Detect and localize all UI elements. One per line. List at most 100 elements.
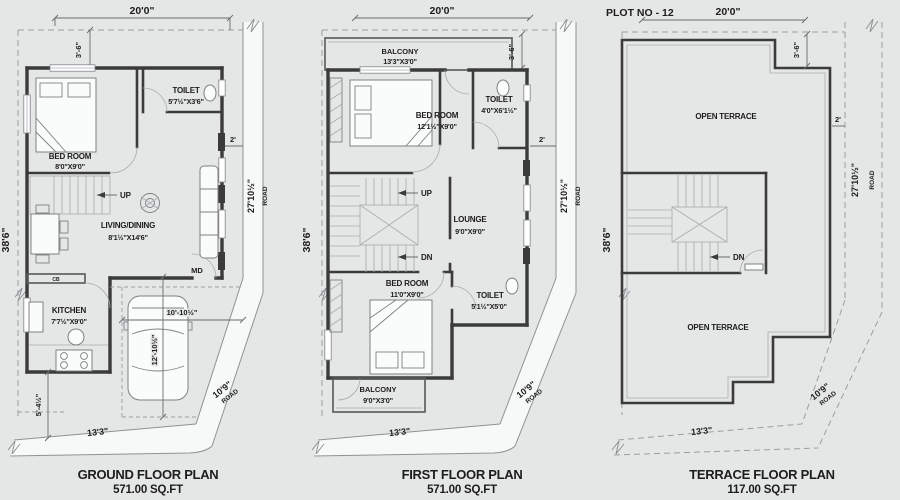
bottom-road-text: 10'9" ROAD — [809, 381, 839, 407]
main-door-label: MD — [191, 266, 203, 275]
width-dim-label: 20'0" — [430, 5, 455, 17]
balcony-top-size: 13'3"X3'0" — [383, 57, 417, 66]
break-symbol — [14, 287, 27, 302]
wc-fixture — [505, 277, 519, 295]
terrace-floor-panel: PLOT NO - 12 20'0" 3'-6" — [600, 0, 900, 500]
break-symbol — [7, 440, 21, 455]
stair-room-walls — [620, 171, 768, 275]
ground-floor-plan: 20'0" 3'-6" — [0, 5, 269, 496]
sink — [28, 301, 44, 333]
wc-fixture — [496, 79, 510, 97]
toilet-label: TOILET — [172, 86, 199, 95]
bottom-edge-dim: 13'3" — [691, 425, 713, 437]
car — [123, 295, 193, 401]
break-symbol — [246, 18, 260, 33]
staircase: UP DN — [330, 178, 433, 272]
rear-setback-dimension: 5'-4½" — [18, 368, 64, 442]
balcony-bottom: BALCONY 9'0"X3'0" — [332, 377, 426, 413]
break-symbol — [559, 18, 573, 33]
toilet-bottom-size: 5'1½"X5'0" — [471, 302, 507, 311]
side-setback-label: 2' — [835, 115, 841, 124]
right-road-dim: 27'10½" — [246, 179, 256, 213]
width-dimension: 20'0" — [638, 6, 809, 24]
column — [523, 248, 530, 264]
windows — [324, 66, 531, 361]
ground-floor-panel: 20'0" 3'-6" — [0, 0, 300, 500]
terrace-parapet — [620, 38, 832, 405]
depth-dim-label: 38'6" — [0, 227, 12, 252]
lounge-label: LOUNGE — [453, 215, 487, 224]
cupboard-label: CB — [52, 277, 60, 283]
plan-title: FIRST FLOOR PLAN — [402, 467, 523, 482]
doors — [337, 69, 500, 401]
stair-down-label: DN — [733, 253, 745, 262]
wc-fixture — [203, 84, 217, 102]
depth-dim-label: 38'6" — [301, 227, 313, 252]
first-floor-plan: 20'0" BALCONY 13'3"X3'0" 3'-6" — [301, 5, 582, 496]
width-dimension: 20'0" — [51, 5, 234, 30]
bed — [35, 77, 97, 153]
balcony-bottom-size: 9'0"X3'0" — [363, 396, 393, 405]
front-setback-label: 3'-6" — [507, 43, 516, 60]
bottom-edge-dim: 13'3" — [87, 426, 109, 438]
porch-depth-label: 12'-10½" — [150, 334, 159, 365]
break-symbol — [611, 440, 625, 455]
open-terrace-top-label: OPEN TERRACE — [695, 112, 757, 121]
kitchen-label: KITCHEN — [52, 306, 87, 315]
width-dim-label: 20'0" — [130, 5, 155, 17]
right-road-dim: 27'10½" — [850, 163, 860, 197]
side-setback-label: 2' — [539, 135, 545, 144]
interior-walls — [326, 68, 529, 327]
bedroom-label: BED ROOM — [49, 152, 92, 161]
staircase: UP — [29, 175, 132, 215]
stair-up-label: UP — [421, 189, 433, 198]
basin — [67, 328, 85, 346]
kitchen-size: 7'7½"X9'0" — [51, 317, 87, 326]
living-size: 8'1½"X14'6" — [108, 233, 147, 242]
right-road-surface — [500, 22, 576, 446]
bed — [369, 299, 433, 375]
plan-area: 571.00 SQ.FT — [113, 484, 183, 496]
break-symbol — [618, 287, 631, 302]
plan-area: 571.00 SQ.FT — [427, 484, 497, 496]
width-dimension: 20'0" — [351, 5, 534, 22]
bedroom-bottom-label: BED ROOM — [386, 279, 429, 288]
bedroom-top-size: 12'1½"X9'0" — [417, 122, 456, 131]
width-dim-label: 20'0" — [716, 6, 741, 18]
right-road-dim: 27'10½" — [559, 179, 569, 213]
plan-title: GROUND FLOOR PLAN — [78, 467, 219, 482]
door-arc — [739, 249, 764, 274]
side-setback-dimension: 2' — [530, 135, 556, 147]
living-label: LIVING/DINING — [101, 221, 155, 230]
balcony-bottom-label: BALCONY — [359, 385, 396, 394]
bedroom-top-label: BED ROOM — [416, 111, 459, 120]
right-road-label: ROAD — [869, 170, 876, 189]
wardrobe — [329, 77, 343, 143]
break-symbol — [318, 287, 331, 302]
bottom-road-surface — [10, 424, 212, 456]
side-setback-label: 2' — [230, 135, 236, 144]
column — [523, 160, 530, 176]
front-setback-label: 3'-6" — [74, 41, 83, 58]
road-edges — [7, 18, 264, 457]
break-symbol — [311, 440, 325, 455]
interior-walls — [25, 66, 224, 284]
terrace-parapet-inner — [626, 44, 826, 399]
lounge-size: 9'0"X9'0" — [455, 227, 485, 236]
toilet-top-size: 4'0"X6'1½" — [481, 106, 517, 115]
front-setback-dimension: 3'-6" — [507, 30, 526, 72]
stove — [55, 349, 93, 372]
road-edges — [311, 18, 577, 457]
stair-up-label: UP — [120, 191, 132, 200]
dining-table — [30, 204, 69, 264]
staircase: DN — [628, 175, 764, 274]
side-setback-dimension: 2' — [832, 115, 845, 127]
first-floor-panel: 20'0" BALCONY 13'3"X3'0" 3'-6" — [300, 0, 600, 500]
terrace-floor-plan: PLOT NO - 12 20'0" 3'-6" — [601, 6, 883, 496]
balcony-top-label: BALCONY — [381, 47, 418, 56]
right-road-label: ROAD — [575, 186, 582, 205]
toilet-top-label: TOILET — [485, 95, 512, 104]
front-setback-label: 3'-6" — [792, 41, 801, 58]
wardrobe — [329, 279, 343, 333]
plot-number-label: PLOT NO - 12 — [606, 7, 674, 19]
